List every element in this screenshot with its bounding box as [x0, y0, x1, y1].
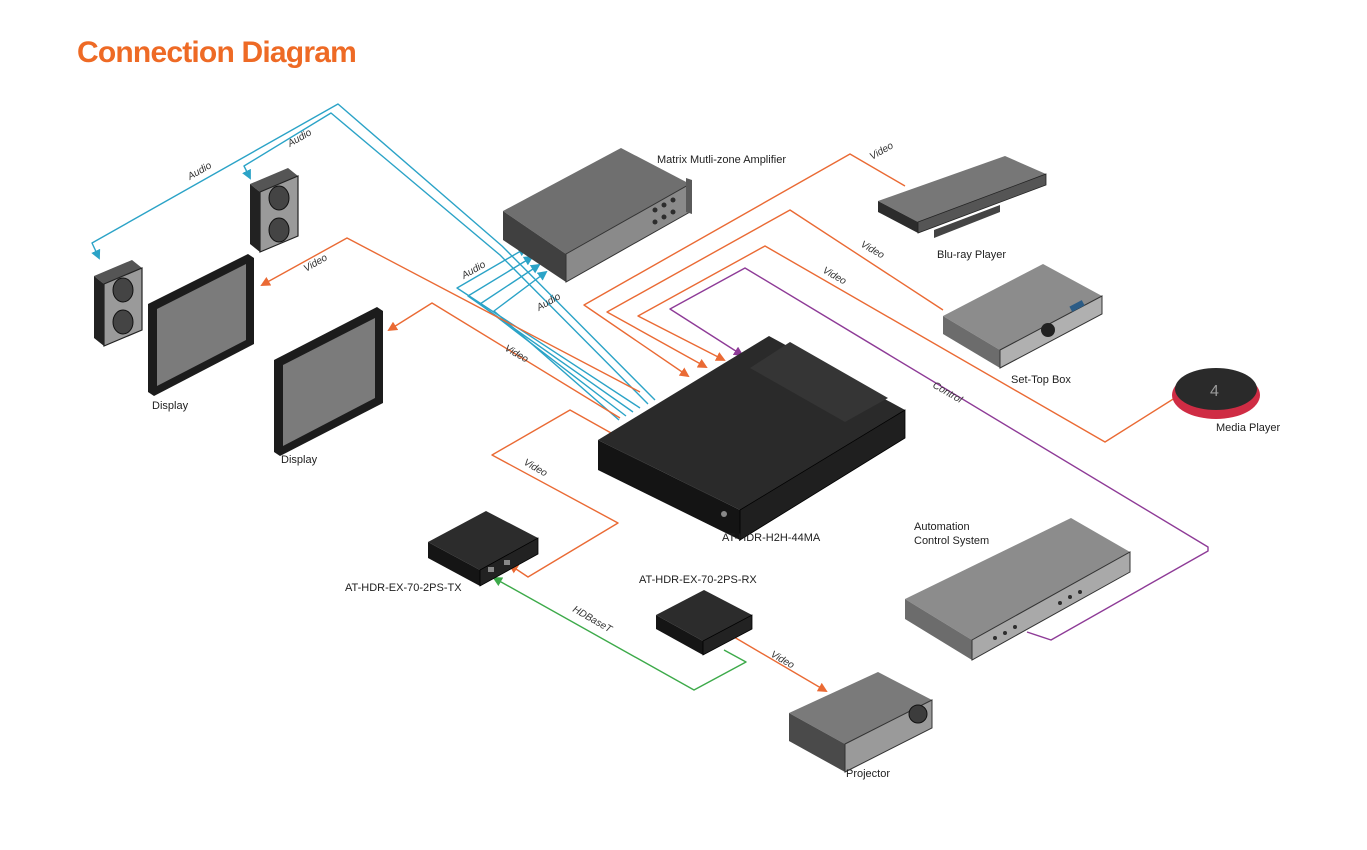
switcher-label: AT-HDR-H2H-44MA	[722, 532, 821, 544]
wire-audio-amp-4	[493, 270, 620, 421]
wire-label-control: Control	[931, 380, 965, 406]
automation-control-icon	[905, 518, 1131, 661]
wire-video-settop	[606, 209, 944, 368]
wire-control	[669, 267, 1209, 641]
set-top-box-label: Set-Top Box	[1011, 374, 1071, 386]
speaker-icon	[250, 168, 299, 253]
wire-label-video: Video	[769, 649, 797, 671]
wire-video-media	[637, 245, 1179, 443]
wire-label-video: Video	[503, 343, 531, 365]
wire-video-display1	[260, 237, 641, 393]
rx-extender-icon	[656, 590, 753, 656]
media-player-label: Media Player	[1216, 422, 1281, 434]
set-top-box-icon	[943, 264, 1103, 369]
wire-audio-amp-3	[479, 263, 627, 417]
display-icon	[274, 307, 383, 456]
wire-label-video: Video	[522, 457, 550, 479]
wire-label-video: Video	[868, 140, 896, 162]
wire-video-display2	[387, 302, 621, 419]
automation-label: Control System	[914, 535, 989, 547]
display-label: Display	[281, 454, 318, 466]
wire-audio-speaker1	[91, 103, 656, 401]
wire-label-audio: Audio	[185, 160, 214, 183]
display-label: Display	[152, 400, 189, 412]
amplifier-label: Matrix Mutli-zone Amplifier	[657, 154, 786, 166]
media-player-icon: 4	[1172, 368, 1260, 419]
wire-video-tx	[491, 409, 646, 578]
speaker-icon	[94, 260, 143, 347]
page-title: Connection Diagram	[77, 36, 357, 69]
display-icon	[148, 254, 254, 396]
tx-extender-label: AT-HDR-EX-70-2PS-TX	[345, 582, 462, 594]
wire-label-hdbaset: HDBaseT	[571, 604, 615, 636]
wire-video-projector	[733, 636, 828, 692]
svg-text:4: 4	[1210, 383, 1219, 400]
projector-label: Projector	[846, 768, 890, 780]
projector-icon	[789, 672, 933, 773]
wire-audio-amp-1	[456, 247, 641, 409]
bluray-player-icon	[878, 156, 1047, 238]
tx-extender-icon	[428, 511, 539, 587]
wire-hdbaset	[492, 577, 747, 691]
wire-audio-speaker2	[242, 112, 649, 405]
switcher-icon	[598, 336, 906, 541]
wire-video-bluray	[583, 153, 906, 378]
wire-label-video: Video	[821, 265, 849, 287]
wire-audio-amp-2	[467, 255, 634, 413]
amplifier-icon	[503, 148, 692, 283]
wire-label-audio: Audio	[285, 127, 314, 150]
rx-extender-label: AT-HDR-EX-70-2PS-RX	[639, 574, 757, 586]
automation-label: Automation	[914, 521, 970, 533]
bluray-player-label: Blu-ray Player	[937, 249, 1006, 261]
